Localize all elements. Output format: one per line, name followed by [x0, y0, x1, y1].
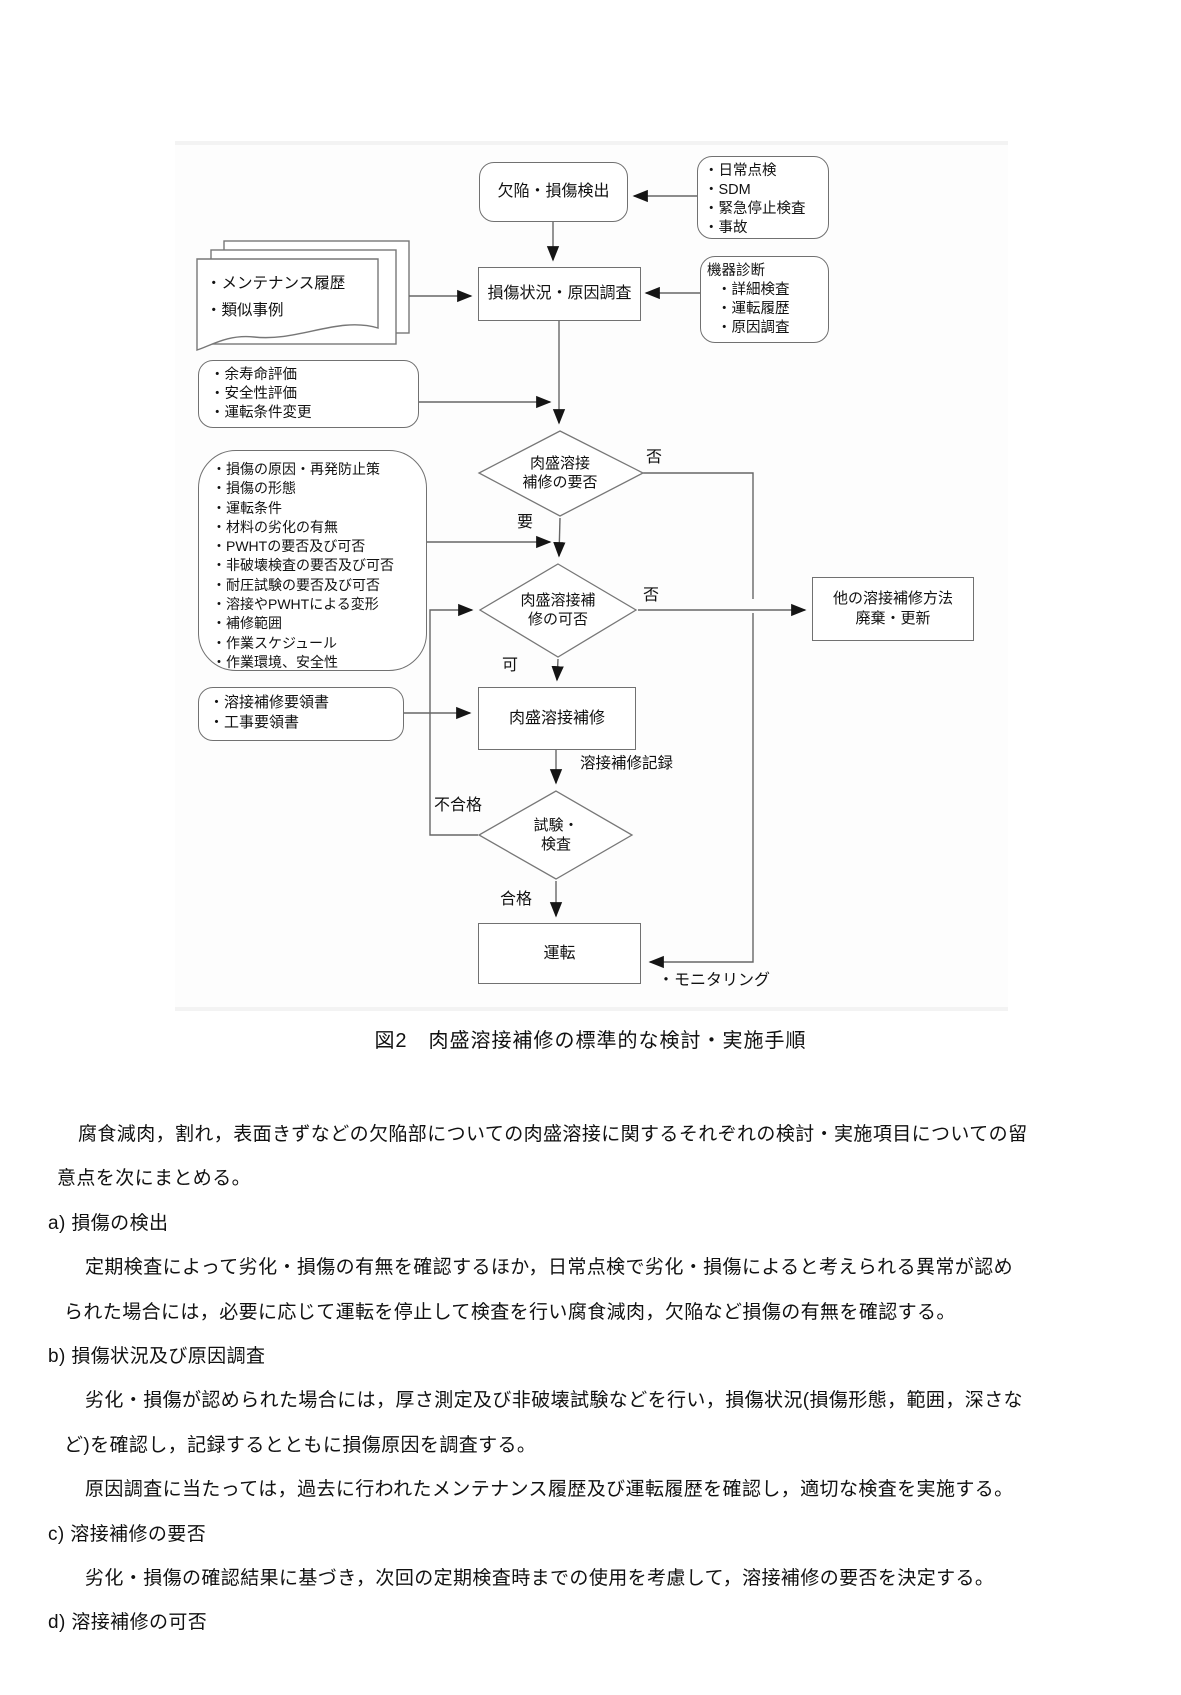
edge-label-pass: 合格 — [500, 891, 533, 908]
node-reference-docs: ・メンテナンス履歴 ・類似事例 — [206, 270, 345, 324]
edge-label-monitoring: ・モニタリング — [658, 972, 771, 989]
list-line: ・PWHTの要否及び可否 — [212, 538, 366, 555]
node-other-methods: 他の溶接補修方法 廃棄・更新 — [812, 577, 974, 641]
body-text-line: 定期検査によって劣化・損傷の有無を確認するほか，日常点検で劣化・損傷によると考え… — [85, 1257, 1013, 1279]
connector-lines — [404, 189, 807, 969]
body-text-line: 原因調査に当たっては，過去に行われたメンテナンス履歴及び運転履歴を確認し，適切な… — [85, 1479, 1014, 1501]
list-line: ・緊急停止検査 — [704, 201, 806, 217]
decision-line: 肉盛溶接 — [529, 455, 590, 472]
list-line: ・運転条件変更 — [210, 405, 312, 421]
list-line: ・溶接補修要領書 — [209, 694, 330, 711]
node-label: 損傷状況・原因調査 — [487, 285, 632, 302]
node-label: 廃棄・更新 — [855, 610, 931, 627]
body-text-line: 意点を次にまとめる。 — [57, 1168, 252, 1190]
edge-label-no2: 否 — [643, 587, 660, 604]
node-detection-triggers: ・日常点検 ・SDM ・緊急停止検査 ・事故 — [697, 156, 829, 239]
node-damage-investigation: 損傷状況・原因調査 — [478, 267, 641, 321]
diamond-repair-need — [477, 430, 645, 517]
list-line: ・運転履歴 — [717, 301, 790, 317]
node-test-inspection: 試験・ 検査 — [476, 816, 636, 854]
node-operation: 運転 — [478, 923, 641, 984]
list-line: ・事故 — [704, 220, 748, 236]
node-overlay-weld-repair: 肉盛溶接補修 — [478, 687, 636, 750]
edge-label-record: 溶接補修記録 — [580, 755, 674, 772]
node-repair-feasibility-decision: 肉盛溶接補 修の可否 — [478, 591, 638, 629]
edge-label-no1: 否 — [646, 449, 663, 466]
document-stack-shape — [196, 240, 410, 351]
list-line: ・補修範囲 — [212, 615, 282, 632]
body-text-line: c) 溶接補修の要否 — [48, 1523, 207, 1545]
list-line: ・耐圧試験の要否及び可否 — [212, 576, 380, 593]
decision-line: 試験・ — [533, 817, 579, 834]
node-label: 欠陥・損傷検出 — [497, 183, 610, 200]
node-label: 他の溶接補修方法 — [832, 590, 953, 607]
list-line: ・日常点検 — [704, 163, 777, 179]
list-line: ・損傷の原因・再発防止策 — [212, 461, 380, 477]
list-line: ・非破壊検査の要否及び可否 — [212, 557, 394, 574]
list-line: ・安全性評価 — [210, 386, 297, 402]
edge-label-feasible: 可 — [502, 657, 519, 674]
list-line: ・類似事例 — [206, 302, 284, 319]
decision-line: 検査 — [540, 836, 571, 853]
decision-line: 修の可否 — [527, 611, 588, 628]
figure-caption: 図2 肉盛溶接補修の標準的な検討・実施手順 — [374, 1030, 807, 1052]
node-considerations: ・損傷の原因・再発防止策 ・損傷の形態 ・運転条件 ・材料の劣化の有無 ・PWH… — [198, 450, 427, 671]
node-equipment-diagnosis: 機器診断 ・詳細検査 ・運転履歴 ・原因調査 — [700, 256, 829, 343]
node-procedure-docs: ・溶接補修要領書 ・工事要領書 — [198, 687, 404, 741]
list-line: ・運転条件 — [212, 499, 282, 516]
node-label: 運転 — [543, 944, 576, 962]
edge-label-needed: 要 — [517, 514, 534, 531]
list-line: ・作業スケジュール — [212, 634, 338, 651]
node-evaluation: ・余寿命評価 ・安全性評価 ・運転条件変更 — [198, 360, 419, 428]
connector-fail-feedback — [429, 603, 478, 836]
list-line: ・損傷の形態 — [212, 480, 296, 497]
list-line: ・余寿命評価 — [210, 367, 297, 383]
body-text-line: 劣化・損傷が認められた場合には，厚さ測定及び非破壊試験などを行い，損傷状況(損傷… — [85, 1390, 1023, 1412]
list-line: ・メンテナンス履歴 — [206, 275, 346, 292]
list-line: ・作業環境、安全性 — [212, 653, 338, 670]
body-text: 腐食減肉，割れ，表面きずなどの欠陥部についての肉盛溶接に関するそれぞれの検討・実… — [48, 1113, 1158, 1646]
body-text-line: られた場合には，必要に応じて運転を停止して検査を行い腐食減肉，欠陥など損傷の有無… — [64, 1301, 956, 1323]
list-line: ・溶接やPWHTによる変形 — [212, 596, 379, 613]
body-text-line: 劣化・損傷の確認結果に基づき，次回の定期検査時までの使用を考慮して，溶接補修の要… — [85, 1568, 995, 1590]
body-text-line: ど)を確認し，記録するとともに損傷原因を調査する。 — [64, 1434, 537, 1456]
node-label: 肉盛溶接補修 — [508, 709, 605, 727]
connector-no1-to-operation — [648, 613, 754, 969]
diamond-test-inspection — [477, 790, 634, 880]
list-line: ・SDM — [704, 182, 751, 198]
decision-line: 補修の要否 — [522, 474, 598, 491]
body-text-line: a) 損傷の検出 — [48, 1212, 169, 1234]
connector-no1-down-upper — [643, 472, 754, 599]
body-text-line: d) 溶接補修の可否 — [48, 1612, 208, 1634]
list-line: 機器診断 — [707, 263, 765, 279]
list-line: ・工事要領書 — [209, 714, 300, 731]
decision-line: 肉盛溶接補 — [520, 592, 596, 609]
connector-decision2-to-repair — [551, 658, 564, 682]
connector-decision1-to-decision2 — [553, 517, 566, 558]
list-line: ・原因調査 — [717, 320, 790, 336]
list-line: ・材料の劣化の有無 — [212, 518, 338, 535]
diamond-repair-feasibility — [478, 563, 638, 658]
body-text-line: 腐食減肉，割れ，表面きずなどの欠陥部についての肉盛溶接に関するそれぞれの検討・実… — [78, 1124, 1028, 1145]
edge-label-fail: 不合格 — [434, 797, 483, 814]
node-defect-detection: 欠陥・損傷検出 — [479, 162, 628, 222]
list-line: ・詳細検査 — [717, 282, 790, 298]
node-repair-need-decision: 肉盛溶接 補修の要否 — [480, 454, 640, 492]
body-text-line: b) 損傷状況及び原因調査 — [48, 1346, 266, 1368]
